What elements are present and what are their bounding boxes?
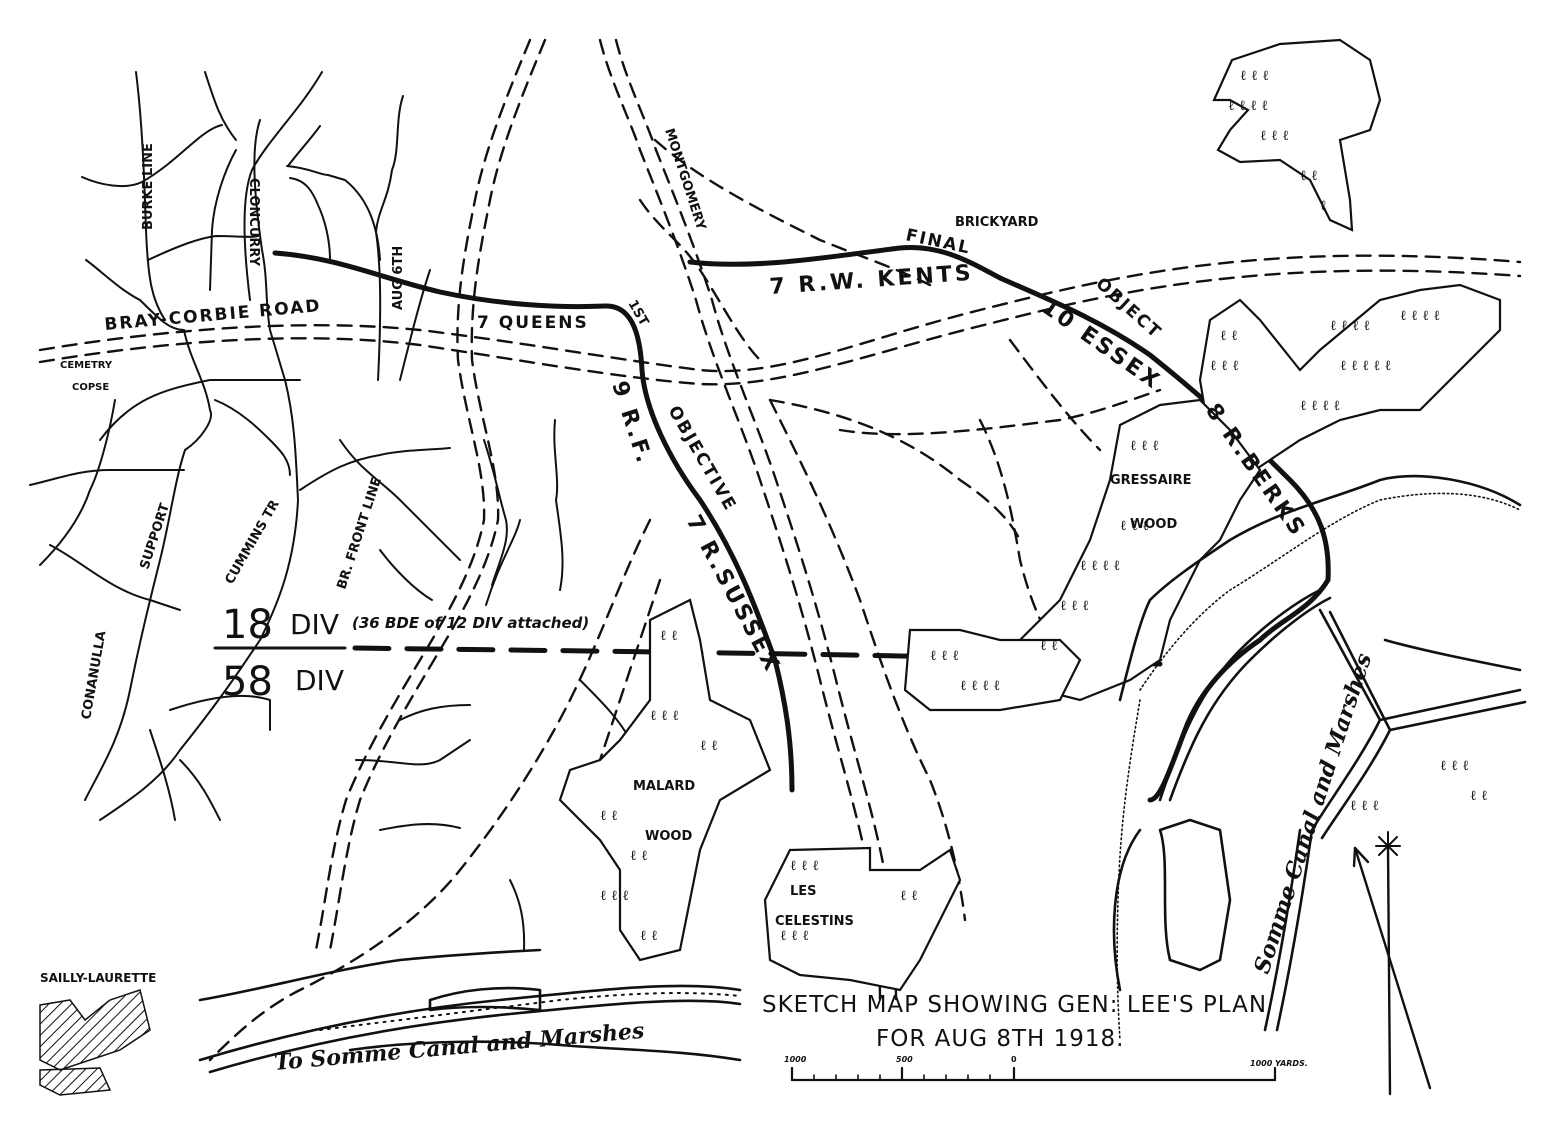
north-arrow-icon [1352,831,1432,1096]
svg-text:ℓ ℓ: ℓ ℓ [640,928,658,944]
wood-malard [558,598,772,962]
tree-symbols: ℓ ℓ ℓℓ ℓ ℓ ℓℓ ℓ ℓ ℓ ℓℓ ℓ ℓℓ ℓ ℓℓ ℓ ℓ ℓ ℓ… [600,68,1488,944]
title-line-2: FOR AUG 8TH 1918. [876,1026,1124,1052]
division-58-div: DIV [295,664,344,697]
label-9-rf: 9 R.F. [606,378,657,468]
svg-text:ℓ ℓ ℓ: ℓ ℓ ℓ [1350,798,1379,814]
label-cemetery: CEMETRY [60,360,113,371]
svg-text:ℓ ℓ ℓ: ℓ ℓ ℓ [650,708,679,724]
label-7-rw-kents: 7 R.W. KENTS [769,261,975,300]
wood-northeast [1212,38,1382,232]
division-label: 18 DIV (36 BDE of 12 DIV attached) 58 DI… [222,602,589,705]
svg-text:ℓ ℓ: ℓ ℓ [1040,638,1058,654]
title-line-1: SKETCH MAP SHOWING GEN: LEE'S PLAN [762,992,1267,1018]
scale-tick-500: 500 [896,1055,913,1064]
svg-text:ℓ ℓ ℓ ℓ: ℓ ℓ ℓ ℓ [1228,98,1268,114]
svg-text:ℓ ℓ: ℓ ℓ [660,628,678,644]
label-burke-line: BURKE LINE [141,143,156,230]
svg-text:ℓ ℓ: ℓ ℓ [1220,328,1238,344]
label-final: FINAL [904,225,973,258]
escarpment-hachure [1139,492,1521,691]
svg-text:ℓ: ℓ [1320,198,1327,214]
scale-tick-1000-right: 1000 YARDS. [1250,1059,1308,1068]
svg-text:ℓ ℓ ℓ: ℓ ℓ ℓ [1130,438,1159,454]
division-18: 18 [222,602,273,648]
label-copse: COPSE [72,382,109,393]
svg-text:ℓ ℓ: ℓ ℓ [900,888,918,904]
label-10-essex: 10 ESSEX [1037,294,1166,395]
svg-text:ℓ ℓ ℓ ℓ: ℓ ℓ ℓ ℓ [1080,558,1120,574]
division-58: 58 [222,659,273,705]
svg-text:ℓ ℓ ℓ ℓ: ℓ ℓ ℓ ℓ [1400,308,1440,324]
label-gressaire-wood: WOOD [1130,517,1177,532]
wood-central [903,628,1082,712]
division-18-div: DIV [290,608,339,641]
svg-text:ℓ ℓ ℓ: ℓ ℓ ℓ [600,888,629,904]
wood-gressaire [1018,398,1262,702]
division-note: (36 BDE of 12 DIV attached) [352,614,589,632]
label-malard: MALARD [633,779,695,794]
map-title: SKETCH MAP SHOWING GEN: LEE'S PLAN FOR A… [762,992,1267,1052]
svg-text:ℓ ℓ: ℓ ℓ [600,808,618,824]
svg-text:ℓ ℓ ℓ ℓ: ℓ ℓ ℓ ℓ [1300,398,1340,414]
sailly-laurette-village [39,989,151,1096]
somme-marshes [198,474,1527,1074]
label-les: LES [790,884,817,899]
svg-text:ℓ ℓ ℓ: ℓ ℓ ℓ [1210,358,1239,374]
label-malard-wood: WOOD [645,829,692,844]
svg-text:ℓ ℓ ℓ ℓ ℓ: ℓ ℓ ℓ ℓ ℓ [1340,358,1392,374]
label-7-queens: 7 QUEENS [477,313,589,333]
svg-text:ℓ ℓ ℓ ℓ: ℓ ℓ ℓ ℓ [960,678,1000,694]
svg-text:ℓ ℓ: ℓ ℓ [1300,168,1318,184]
label-conanulla: CONANULLA [79,630,109,721]
scale-tick-1000-left: 1000 [784,1055,807,1064]
svg-text:ℓ ℓ ℓ: ℓ ℓ ℓ [1240,68,1269,84]
escarpment-hachure-south [1116,699,1141,1041]
label-br-front-line: BR. FRONT LINE [335,476,385,592]
scale-bar: 1000 500 0 1000 YARDS. [784,1055,1308,1082]
label-gressaire: GRESSAIRE [1110,473,1192,488]
svg-text:ℓ ℓ ℓ: ℓ ℓ ℓ [790,858,819,874]
svg-text:ℓ ℓ ℓ ℓ: ℓ ℓ ℓ ℓ [1330,318,1370,334]
svg-text:ℓ ℓ ℓ: ℓ ℓ ℓ [780,928,809,944]
label-cloncurry: CLONCURRY [246,178,261,267]
label-1st: 1ST [625,298,652,329]
svg-text:ℓ ℓ: ℓ ℓ [1470,788,1488,804]
label-aug-6th: AUG 6TH [391,246,406,310]
woods: ℓ ℓ ℓℓ ℓ ℓ ℓℓ ℓ ℓ ℓ ℓℓ ℓ ℓℓ ℓ ℓℓ ℓ ℓ ℓ ℓ… [558,38,1502,992]
wood-les-celestins [763,846,962,992]
label-celestins: CELESTINS [775,914,854,929]
label-brickyard: BRICKYARD [955,215,1039,230]
scale-tick-0: 0 [1011,1055,1017,1064]
label-cummins: CUMMINS TR [222,498,282,587]
svg-text:ℓ ℓ ℓ: ℓ ℓ ℓ [930,648,959,664]
svg-text:ℓ ℓ ℓ: ℓ ℓ ℓ [1120,518,1149,534]
svg-text:ℓ ℓ: ℓ ℓ [700,738,718,754]
label-sailly-laurette: SAILLY-LAURETTE [40,971,156,985]
svg-text:ℓ ℓ ℓ: ℓ ℓ ℓ [1440,758,1469,774]
roads [38,38,1522,1062]
svg-text:ℓ ℓ ℓ: ℓ ℓ ℓ [1260,128,1289,144]
trench-network [29,71,631,951]
svg-text:ℓ ℓ: ℓ ℓ [630,848,648,864]
svg-text:ℓ ℓ ℓ: ℓ ℓ ℓ [1060,598,1089,614]
label-support: SUPPORT [138,501,173,571]
